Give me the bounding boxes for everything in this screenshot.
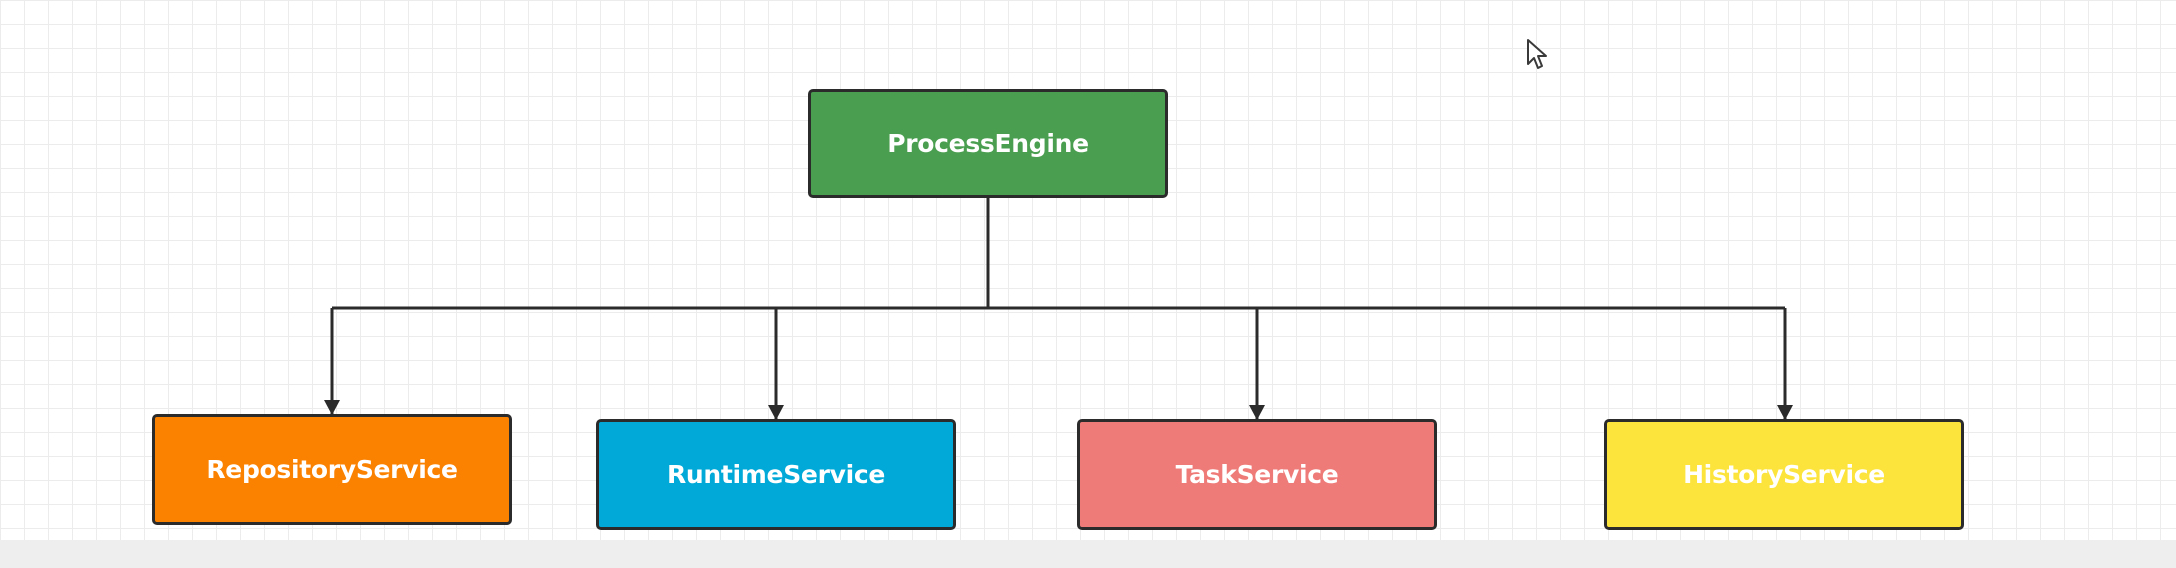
arrowhead-task-service bbox=[1249, 405, 1265, 420]
history-service-node[interactable]: HistoryService bbox=[1604, 419, 1964, 530]
arrowhead-history-service bbox=[1777, 405, 1793, 420]
diagram-canvas[interactable]: ProcessEngine RepositoryService RuntimeS… bbox=[0, 0, 2176, 540]
process-engine-node[interactable]: ProcessEngine bbox=[808, 89, 1168, 198]
task-service-node[interactable]: TaskService bbox=[1077, 419, 1437, 530]
task-service-label: TaskService bbox=[1175, 460, 1339, 489]
bottom-bar bbox=[0, 540, 2176, 568]
history-service-label: HistoryService bbox=[1683, 460, 1885, 489]
runtime-service-node[interactable]: RuntimeService bbox=[596, 419, 956, 530]
connector-edges bbox=[324, 198, 1793, 420]
arrowhead-repository-service bbox=[324, 400, 340, 415]
arrowhead-runtime-service bbox=[768, 405, 784, 420]
runtime-service-label: RuntimeService bbox=[666, 460, 886, 489]
repository-service-node[interactable]: RepositoryService bbox=[152, 414, 512, 525]
mouse-pointer-icon bbox=[1527, 39, 1547, 69]
repository-service-label: RepositoryService bbox=[206, 455, 458, 484]
process-engine-label: ProcessEngine bbox=[887, 129, 1089, 158]
